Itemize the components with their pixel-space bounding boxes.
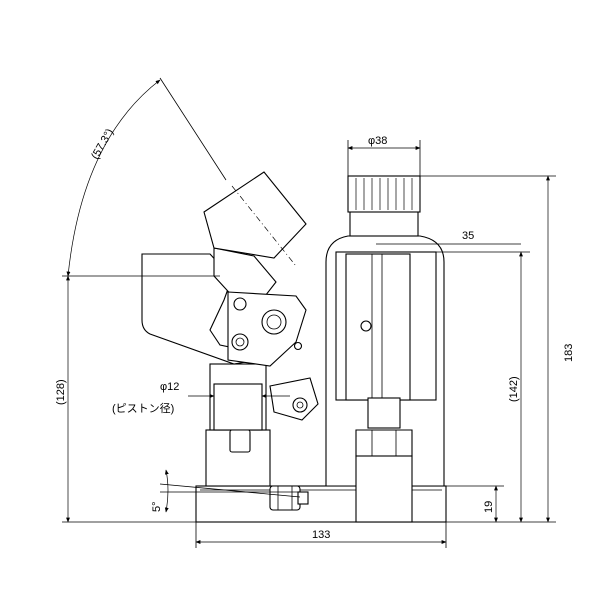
main-cylinder (325, 175, 445, 523)
cylinder-height-label: (142) (508, 376, 520, 402)
dimension-labels: φ38 35 183 (142) (128) 19 133 5° (57.3°)… (55, 127, 575, 541)
handle-angle-label: (57.3°) (89, 127, 116, 162)
lever-assembly (141, 171, 319, 421)
base-width-label: 133 (312, 529, 330, 541)
pump-cylinder (205, 363, 271, 487)
tilt-angle-label: 5° (151, 501, 163, 512)
total-height-label: 183 (563, 344, 575, 362)
piston-diameter-label: φ12 (160, 381, 179, 393)
arm-width-label: 35 (462, 230, 474, 242)
dimension-lines (62, 77, 556, 548)
pump-height-label: (128) (55, 379, 67, 405)
piston-note-label: (ピストン径) (112, 402, 174, 415)
bore-dimension-label: φ38 (368, 135, 387, 147)
base-height-label: 19 (483, 501, 495, 513)
